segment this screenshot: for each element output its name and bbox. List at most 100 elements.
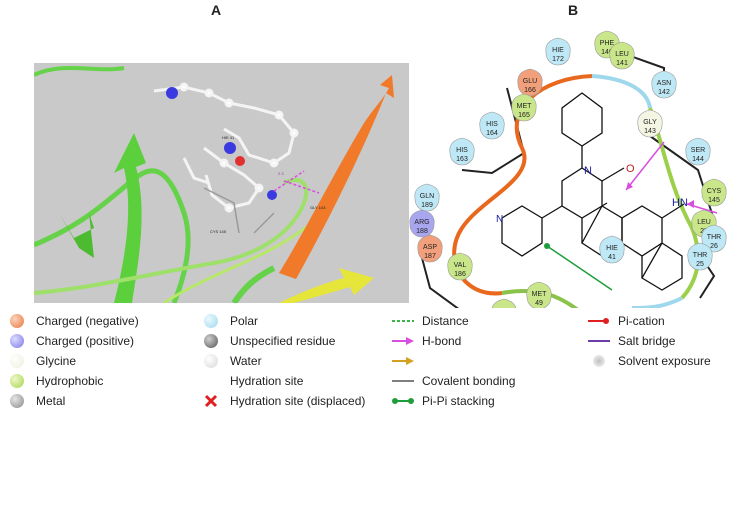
residue-name: HIE (552, 47, 564, 54)
residue-name: CYS (707, 188, 722, 195)
ribbon-strand-1 (34, 65, 125, 77)
polar-swatch (204, 314, 218, 328)
residue-name: GLN (420, 193, 434, 200)
residue-name: LEU (697, 219, 711, 226)
panel-a-letter: A (211, 2, 222, 18)
residue-name: THR (707, 234, 721, 241)
residue-number: 143 (644, 128, 656, 135)
legend-distance: Distance (392, 312, 469, 330)
residue-number: 172 (552, 56, 564, 63)
residue-number: 164 (486, 130, 498, 137)
legend-label: Polar (230, 314, 259, 328)
hydrophobic-swatch (10, 374, 24, 388)
residue-name: ASP (423, 244, 437, 251)
legend-h-bond-side (392, 352, 422, 370)
legend-label: Hydrophobic (36, 374, 104, 388)
residue-number: 188 (416, 228, 428, 235)
legend-label: Charged (positive) (36, 334, 135, 348)
legend-label: Distance (422, 314, 469, 328)
ribbon-sheet-2 (59, 213, 94, 258)
residue-number: 186 (454, 271, 466, 278)
nitrogen-atom-3 (267, 190, 277, 200)
legend-glycine: Glycine (6, 352, 76, 370)
oxygen-atom (235, 156, 245, 166)
ribbon-orange-sheet (279, 75, 394, 279)
residue-tyr54: TYR54 (491, 298, 517, 327)
panel-a-3d-view: HIE 41 CYS 145 GLY 143 2.3 (34, 63, 409, 303)
displaced-x-icon (204, 394, 218, 408)
residue-number: 163 (456, 156, 468, 163)
panel-b-letter: B (568, 2, 579, 18)
residue-number: 26 (710, 243, 718, 250)
legend-hydration-site: Hydration site (200, 372, 303, 390)
legend-covalent-bonding: Covalent bonding (392, 372, 515, 390)
legend-hydrophobic: Hydrophobic (6, 372, 103, 390)
metal-swatch (10, 394, 24, 408)
legend-label: Charged (negative) (36, 314, 139, 328)
legend-pi-cation: Pi-cation (588, 312, 665, 330)
legend-metal: Metal (6, 392, 65, 410)
legend-charged-positive: Charged (positive) (6, 332, 134, 350)
residue-name: HIS (486, 121, 498, 128)
legend-label: Pi-Pi stacking (422, 394, 495, 408)
label-distance: 2.3 (278, 171, 284, 176)
salt-bridge-line-icon (588, 340, 610, 342)
water-swatch (204, 354, 218, 368)
residue-name: ARG (414, 219, 429, 226)
pipi-hie41 (546, 245, 613, 291)
ribbon-strand-3 (231, 265, 276, 303)
hbond-sidechain-arrow-icon (392, 357, 414, 365)
atom-hn: HN (672, 197, 688, 209)
atom-n2: N (496, 214, 503, 225)
residue-number: 41 (608, 254, 616, 261)
pipi-hie41-dot (544, 243, 550, 249)
ribbon-yellow-arrow (279, 268, 374, 303)
legend-label: Water (230, 354, 262, 368)
hydration-site-swatch (204, 374, 218, 388)
legend-unspecified-residue: Unspecified residue (200, 332, 335, 350)
charged-positive-swatch (10, 334, 24, 348)
legend-label: Pi-cation (618, 314, 665, 328)
ribbon-loop-1 (34, 177, 309, 295)
pipi-line-icon (392, 398, 414, 404)
atom-o: O (626, 163, 635, 175)
residue-number: 166 (524, 87, 536, 94)
residue-name: GLU (523, 78, 537, 85)
residue-name: HIE (606, 245, 618, 252)
residue-name: PHE (600, 40, 615, 47)
residue-number: 142 (658, 89, 670, 96)
label-gly143: GLY 143 (310, 205, 326, 210)
ligand-2d (501, 92, 685, 291)
legend-h-bond: H-bond (392, 332, 461, 350)
nitrogen-atom-2 (224, 142, 236, 154)
nitrogen-atom-1 (166, 87, 178, 99)
legend-solvent-exposure: Solvent exposure (588, 352, 711, 370)
residue-hie41: HIE 41 (599, 235, 625, 264)
pocket-green-right (648, 107, 700, 300)
legend-label: H-bond (422, 334, 462, 348)
residue-name: LEU (615, 51, 629, 58)
glycine-swatch (10, 354, 24, 368)
ribbon-sheet-1 (114, 133, 146, 303)
atom-n1: N (584, 165, 592, 177)
residue-number: 141 (616, 60, 628, 67)
pocket-blue-right (631, 296, 683, 310)
pication-line-icon (588, 318, 609, 324)
ribbon-strand-2 (34, 168, 191, 303)
residue-number: 144 (692, 156, 704, 163)
legend-label: Glycine (36, 354, 77, 368)
label-cys145: CYS 145 (210, 229, 227, 234)
residue-name: MET (532, 291, 548, 298)
residue-number: 140 (601, 49, 613, 56)
ligand-model (153, 82, 299, 213)
